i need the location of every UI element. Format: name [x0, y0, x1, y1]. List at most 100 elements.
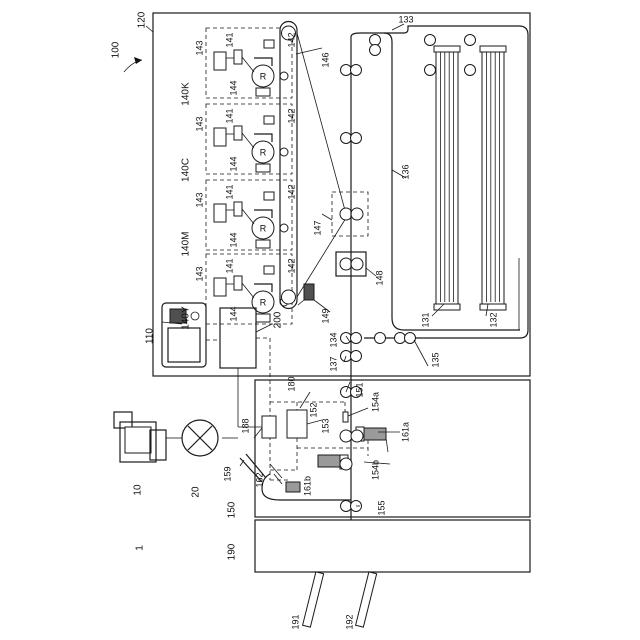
label-belt: 146 — [320, 52, 330, 67]
label-tray2: 132 — [488, 312, 498, 327]
charger-box — [234, 202, 242, 216]
roller — [375, 333, 386, 344]
label-controller: 200 — [273, 311, 284, 328]
roller — [370, 35, 381, 46]
label-n143: 143 — [194, 192, 204, 207]
label-n188: 188 — [240, 418, 250, 433]
supply-box — [256, 314, 270, 322]
label-n154b: 154b — [370, 460, 380, 480]
drum-label: R — [260, 297, 267, 307]
leader-line — [386, 438, 388, 452]
exposure-box — [264, 116, 274, 124]
label-tray1: 131 — [420, 312, 430, 327]
label-station_c: 140C — [181, 158, 192, 182]
label-n134: 134 — [328, 332, 338, 347]
station-k: R — [206, 28, 292, 98]
charger-box — [234, 126, 242, 140]
label-n141: 141 — [224, 108, 234, 123]
label-n161b: 161b — [302, 476, 312, 496]
label-station_m: 140M — [181, 231, 192, 256]
roller — [405, 333, 416, 344]
drum-label: R — [260, 71, 267, 81]
secondary-transfer-unit — [332, 192, 368, 236]
charger-box — [234, 50, 242, 64]
exposure-box — [264, 40, 274, 48]
label-n144: 144 — [228, 80, 238, 95]
label-n144: 144 — [228, 232, 238, 247]
personal-computer — [114, 412, 166, 462]
label-n159: 159 — [222, 466, 232, 481]
label-station_k: 140K — [181, 82, 192, 106]
roller — [395, 333, 406, 344]
label-n152: 152 — [308, 402, 318, 417]
label-n144: 144 — [228, 156, 238, 171]
tray-132 — [480, 46, 506, 310]
label-n143: 143 — [194, 40, 204, 55]
tray-stack — [482, 50, 504, 304]
label-printer_system: 100 — [111, 41, 122, 58]
label-n147: 147 — [312, 220, 322, 235]
developer-box — [214, 128, 226, 146]
tray-top — [434, 46, 460, 52]
label-n143: 143 — [194, 266, 204, 281]
label-n141: 141 — [224, 32, 234, 47]
station-c: R — [206, 104, 292, 174]
tray-131 — [434, 46, 460, 310]
stacker-unit — [255, 520, 530, 572]
roller — [425, 65, 436, 76]
leader-line — [256, 324, 272, 332]
label-n141: 141 — [224, 258, 234, 273]
transfer-roller — [280, 148, 288, 156]
leader-line — [392, 24, 404, 30]
roller — [425, 35, 436, 46]
label-n142: 142 — [286, 32, 296, 47]
paper-trays — [434, 46, 506, 310]
label-n142: 142 — [286, 258, 296, 273]
label-n162: 162 — [254, 472, 264, 487]
station-m: R — [206, 180, 292, 250]
label-n141: 141 — [224, 184, 234, 199]
label-n148: 148 — [374, 270, 384, 285]
roller — [370, 45, 381, 56]
developer-box — [214, 204, 226, 222]
roller — [351, 133, 362, 144]
image-forming-stations: R R R R — [206, 28, 292, 324]
station-link — [242, 209, 254, 224]
tray-top — [480, 46, 506, 52]
station-link — [242, 133, 254, 148]
label-n135: 135 — [430, 352, 440, 367]
tray-stack — [436, 50, 458, 304]
label-n154a: 154a — [370, 392, 380, 412]
exposure-box — [264, 266, 274, 274]
label-n142: 142 — [286, 108, 296, 123]
roller — [351, 351, 362, 362]
tray-bottom — [434, 304, 460, 310]
label-n153: 153 — [320, 418, 330, 433]
roller — [465, 65, 476, 76]
label-tray192: 192 — [344, 614, 354, 629]
tray-bottom — [480, 304, 506, 310]
label-network: 20 — [191, 486, 202, 498]
label-n144: 144 — [228, 306, 238, 321]
roller — [351, 65, 362, 76]
roller — [465, 35, 476, 46]
leader-line — [296, 48, 322, 54]
label-tray191: 191 — [290, 614, 300, 629]
drum-label: R — [260, 147, 267, 157]
supply-box — [256, 164, 270, 172]
label-stacker: 190 — [227, 543, 238, 560]
label-n137: 137 — [328, 356, 338, 371]
leader-line — [322, 214, 332, 220]
roller — [351, 333, 362, 344]
label-n151: 151 — [354, 382, 364, 397]
discharge-trays — [303, 572, 377, 627]
exposure-box — [264, 192, 274, 200]
inspection-unit — [255, 380, 530, 517]
roller — [341, 501, 352, 512]
label-n143: 143 — [194, 116, 204, 131]
label-control_panel: 110 — [145, 328, 156, 344]
developer-box — [214, 52, 226, 70]
roller — [341, 133, 352, 144]
station-link — [242, 57, 254, 72]
